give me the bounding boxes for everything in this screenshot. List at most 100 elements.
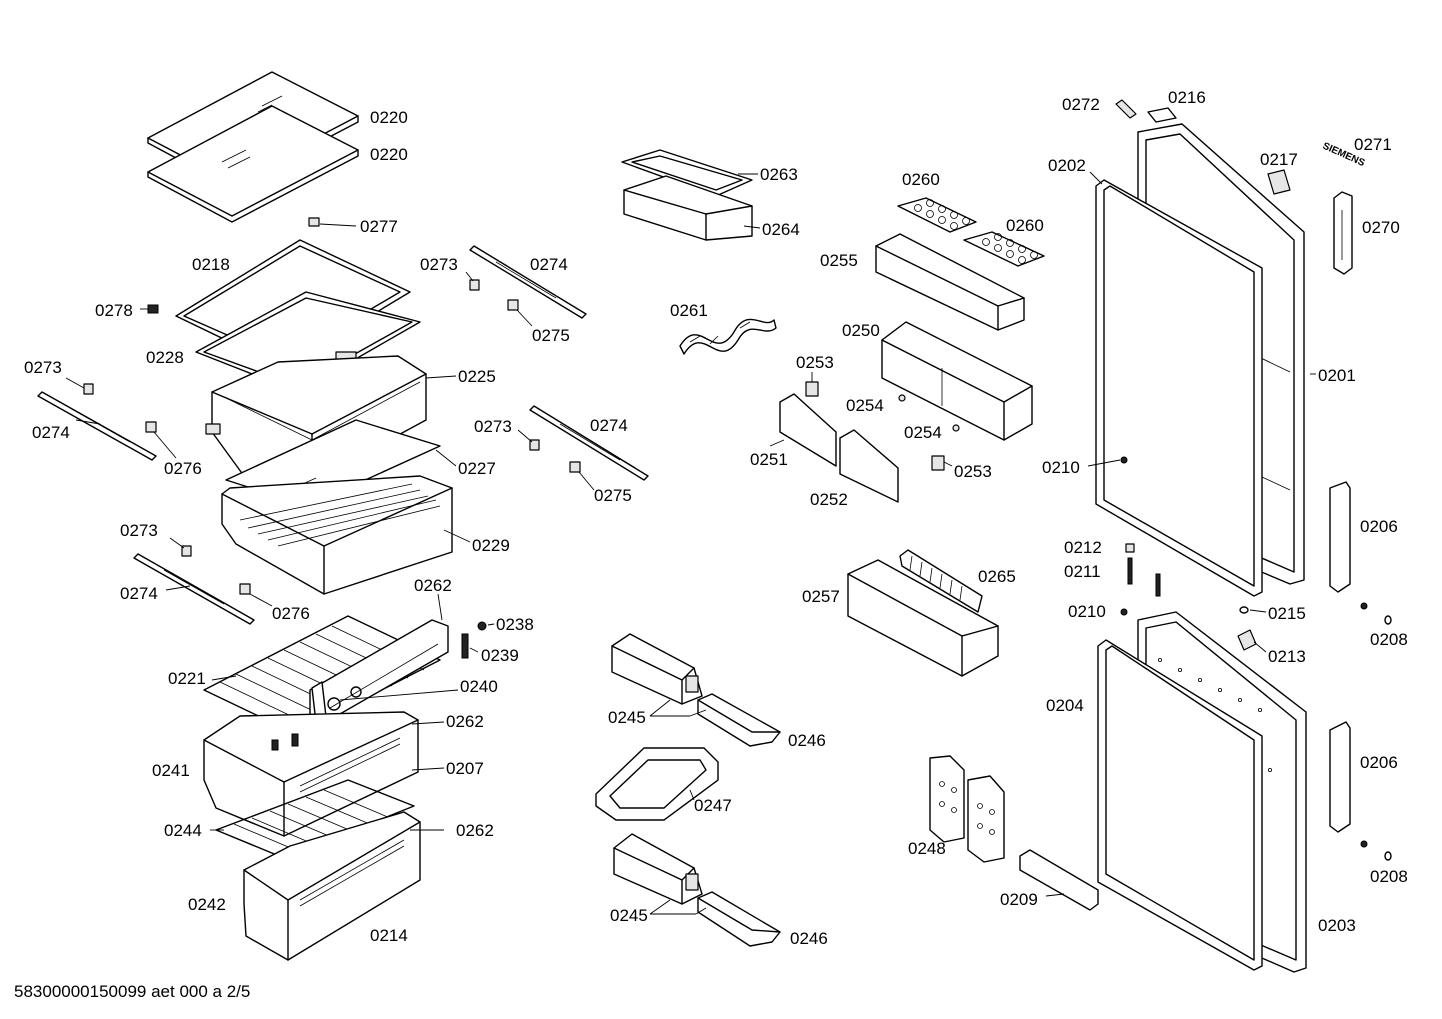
holder-0273-c [517, 429, 540, 451]
rail-0274-c [529, 405, 649, 481]
door-gasket-0204 [1097, 639, 1263, 971]
drawer-0229 [221, 475, 471, 595]
label-0246-a: 0246 [788, 731, 826, 750]
label-0272: 0272 [1062, 95, 1100, 114]
label-0225: 0225 [458, 367, 496, 386]
label-0273-a: 0273 [420, 255, 458, 274]
pin-0254-b [952, 424, 960, 432]
label-0207: 0207 [446, 759, 484, 778]
part-0212 [1125, 543, 1135, 553]
part-0238 [477, 621, 495, 631]
label-0275-a: 0275 [532, 326, 570, 345]
rail-0274-b [37, 391, 157, 461]
drawer-0207 [203, 711, 445, 837]
label-0245-b: 0245 [610, 906, 648, 925]
tray-0246-a [689, 693, 781, 747]
label-0270: 0270 [1362, 218, 1400, 237]
drawer-0214 [243, 811, 444, 961]
label-0273-c: 0273 [474, 417, 512, 436]
label-0241: 0241 [152, 761, 190, 780]
label-0277: 0277 [360, 217, 398, 236]
label-0210-b: 0210 [1068, 602, 1106, 621]
label-0248: 0248 [908, 839, 946, 858]
label-0240: 0240 [460, 677, 498, 696]
screw-0208-b [1360, 840, 1392, 861]
label-0245-a: 0245 [608, 708, 646, 727]
label-0253-b: 0253 [954, 462, 992, 481]
handle-cover-0272 [1115, 99, 1137, 119]
bottle-shelf-0257 [847, 559, 999, 677]
door-gasket-0202 [1089, 171, 1263, 597]
screw-0210-a [1087, 456, 1128, 467]
cover-0262-top [309, 593, 449, 723]
label-0215: 0215 [1268, 604, 1306, 623]
drawing-id: 58300000150099 aet 000 a 2/5 [14, 982, 250, 1001]
label-0227: 0227 [458, 459, 496, 478]
label-0242: 0242 [188, 895, 226, 914]
label-0229: 0229 [472, 536, 510, 555]
clip-0253-b [931, 455, 953, 471]
label-0273-d: 0273 [120, 521, 158, 540]
holder-0273-d [169, 537, 192, 557]
label-0254-a: 0254 [846, 396, 884, 415]
holder-0275-a [507, 299, 533, 327]
label-0220-a: 0220 [370, 108, 408, 127]
label-0255: 0255 [820, 251, 858, 270]
label-0274-a: 0274 [530, 255, 568, 274]
label-0254-b: 0254 [904, 423, 942, 442]
screw-0210-b [1120, 608, 1128, 616]
label-0203: 0203 [1318, 916, 1356, 935]
egg-tray-0260-a [897, 197, 977, 233]
label-0204: 0204 [1046, 696, 1084, 715]
label-0216: 0216 [1168, 88, 1206, 107]
label-0262-c: 0262 [456, 821, 494, 840]
part-0239 [461, 633, 479, 659]
label-0265: 0265 [978, 567, 1016, 586]
hinge-0270 [1333, 191, 1353, 275]
label-0253-a: 0253 [796, 353, 834, 372]
part-0211 [1127, 557, 1161, 597]
label-0218: 0218 [192, 255, 230, 274]
part-labels: 0220 0220 0277 0218 0273 0274 0278 0275 … [24, 88, 1408, 948]
label-0214: 0214 [370, 926, 408, 945]
label-0262-b: 0262 [446, 712, 484, 731]
label-0257: 0257 [802, 587, 840, 606]
flap-0252 [839, 429, 899, 503]
label-0246-b: 0246 [790, 929, 828, 948]
screw-0208-a [1360, 602, 1392, 625]
label-0239: 0239 [481, 646, 519, 665]
label-0221: 0221 [168, 669, 206, 688]
label-0275-b: 0275 [594, 486, 632, 505]
washer-0215 [1239, 606, 1267, 614]
label-0262-a: 0262 [414, 576, 452, 595]
handle-0206-a [1329, 481, 1351, 593]
label-0252: 0252 [810, 490, 848, 509]
holder-0275-b [569, 461, 595, 491]
label-0271: 0271 [1354, 135, 1392, 154]
label-0278: 0278 [95, 301, 133, 320]
label-0202: 0202 [1048, 156, 1086, 175]
flap-0251 [769, 393, 837, 467]
label-0264: 0264 [762, 220, 800, 239]
cold-pack-0248-a [929, 755, 965, 843]
label-0274-b: 0274 [32, 423, 70, 442]
door-shelf-0250 [881, 321, 1033, 441]
cold-pack-0248-b [967, 775, 1005, 863]
glass-shelf-0220-bottom [147, 105, 359, 223]
tray-0246-b [695, 891, 781, 947]
clip-0277 [308, 217, 357, 227]
tray-0261 [679, 318, 777, 355]
ice-tray-0247 [595, 747, 719, 821]
label-0210-a: 0210 [1042, 458, 1080, 477]
clip-0253-a [805, 372, 819, 397]
label-0260-b: 0260 [1006, 216, 1044, 235]
label-0247: 0247 [694, 796, 732, 815]
divider-0265 [899, 549, 983, 613]
ice-box-0245-b [613, 833, 703, 915]
rail-0274-d [133, 553, 255, 625]
label-0250: 0250 [842, 321, 880, 340]
cover-0217 [1267, 169, 1291, 195]
cap-0216 [1147, 107, 1177, 123]
label-0211: 0211 [1064, 562, 1101, 581]
